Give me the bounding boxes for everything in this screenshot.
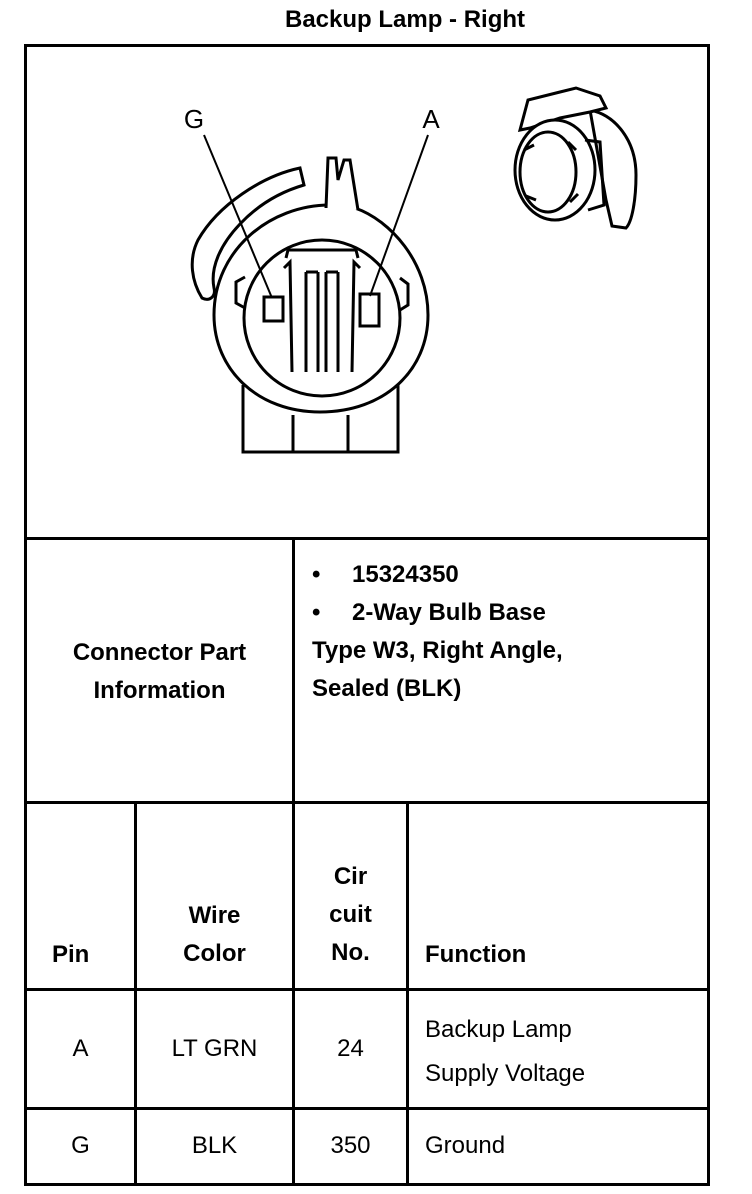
header-function: Function	[425, 941, 527, 968]
description-line3: Sealed (BLK)	[312, 675, 462, 702]
table-row-g-pin: G	[71, 1132, 90, 1159]
terminal-g	[262, 295, 285, 323]
description-line1: 2-Way Bulb Base	[352, 599, 546, 626]
pin-label-a: A	[422, 104, 440, 134]
connector-info-label-line1: Connector Part	[72, 639, 247, 666]
connector-inner-ring	[242, 238, 402, 398]
description-line2: Type W3, Right Angle,	[312, 637, 563, 664]
table-row-g-wire-color: BLK	[191, 1132, 238, 1159]
page-title: Backup Lamp - Right	[0, 6, 752, 40]
connector-info-label: Connector Part Information	[27, 634, 292, 710]
connector-perspective-icon	[513, 86, 638, 230]
divider-diagram	[24, 537, 710, 540]
header-pin: Pin	[52, 941, 90, 968]
bullet-icon: •	[312, 599, 321, 626]
connector-info-label-line2: Information	[93, 677, 226, 704]
page-title-text: Backup Lamp - Right	[285, 6, 526, 33]
leader-line-a	[369, 134, 429, 297]
bullet-icon: •	[312, 561, 321, 588]
divider-col-wire	[292, 801, 295, 1186]
table-row-a-wire-color: LT GRN	[171, 1035, 258, 1062]
table-row-g-circuit: 350	[330, 1132, 371, 1159]
divider-header	[24, 988, 710, 991]
table-row-a-pin: A	[72, 1035, 89, 1062]
table-row-a-function: Backup Lamp Supply Voltage	[425, 1016, 586, 1087]
description-item: • 2-Way Bulb Base	[312, 594, 702, 632]
table-row-a-circuit: 24	[337, 1035, 364, 1062]
part-number-item: • 15324350	[312, 556, 702, 594]
key-tab	[324, 156, 360, 211]
divider-info-column	[292, 537, 295, 804]
divider-col-circuit	[406, 801, 409, 1186]
connector-info-details: • 15324350 • 2-Way Bulb Base Type W3, Righ…	[312, 556, 702, 708]
divider-row	[24, 1107, 710, 1110]
connector-frame	[24, 44, 710, 1186]
terminal-a	[358, 292, 381, 328]
header-circuit: Cir cuit No.	[329, 863, 372, 966]
part-number: 15324350	[352, 561, 459, 588]
leader-line-g	[203, 134, 273, 299]
header-wire-color: Wire Color	[183, 902, 246, 967]
latch-arm-icon	[190, 166, 306, 301]
connector-diagram: G A	[184, 86, 638, 454]
table-row-g-function: Ground	[425, 1132, 506, 1159]
pin-label-g: G	[184, 104, 204, 134]
divider-col-pin	[134, 801, 137, 1186]
divider-info	[24, 801, 710, 804]
